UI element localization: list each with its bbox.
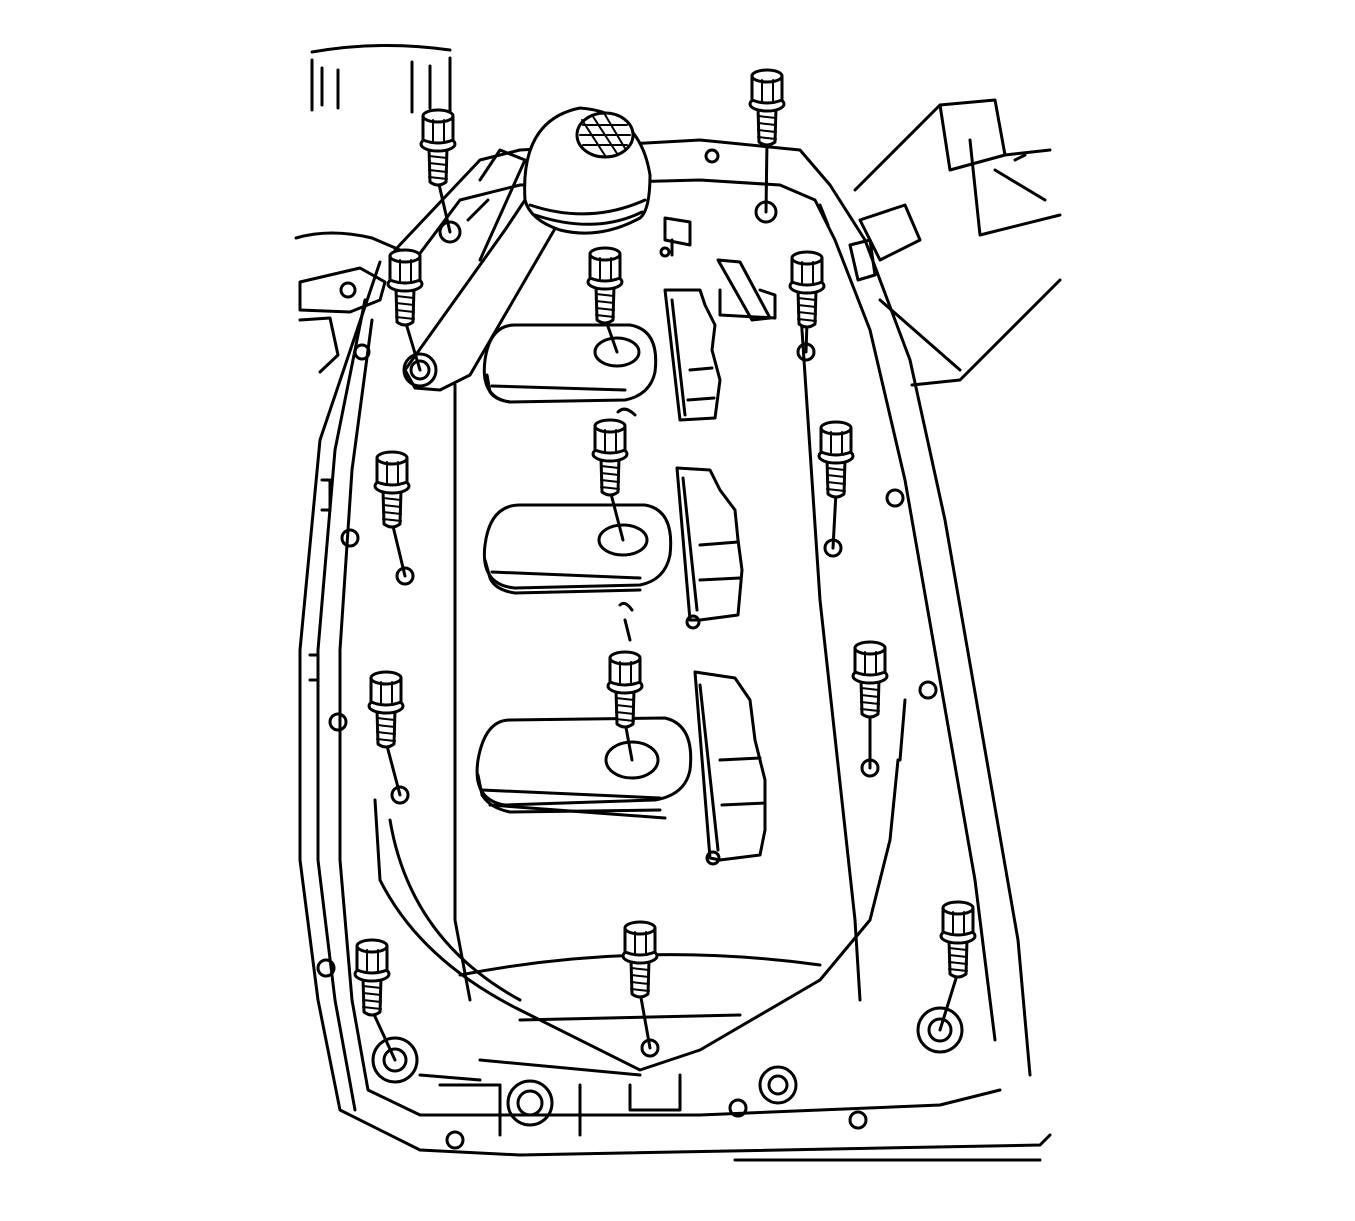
bolt-holes bbox=[371, 200, 964, 1084]
bolt-icon bbox=[353, 938, 397, 1062]
bolt-icon bbox=[851, 640, 889, 770]
fittings-top bbox=[659, 216, 777, 322]
engine-block-upper-left bbox=[294, 43, 452, 374]
bolt-icon bbox=[367, 670, 405, 797]
bolt-icon bbox=[938, 900, 977, 1032]
bolts bbox=[353, 68, 977, 1062]
bolt-shaft bbox=[608, 488, 625, 542]
bolt-shaft bbox=[403, 318, 422, 372]
baffles bbox=[616, 288, 767, 866]
bolt-shaft bbox=[390, 520, 407, 578]
oil-pickup bbox=[403, 106, 652, 392]
bolt-icon bbox=[586, 246, 624, 354]
bolt-icon bbox=[386, 248, 424, 372]
bolt-icon bbox=[606, 650, 644, 762]
bolt-icon bbox=[748, 68, 786, 214]
bolt-shaft bbox=[384, 740, 402, 797]
oval-openings bbox=[475, 323, 693, 820]
bolt-shaft bbox=[436, 178, 452, 234]
bolt-shaft bbox=[764, 138, 769, 214]
oil-pan-body bbox=[373, 298, 907, 1082]
bolt-icon bbox=[621, 920, 659, 1050]
engine-block-upper-right bbox=[848, 98, 1062, 387]
bolt-shaft bbox=[938, 970, 960, 1032]
bolt-icon bbox=[817, 420, 855, 550]
bolt-shaft bbox=[370, 1008, 397, 1062]
drain-bosses bbox=[438, 1065, 798, 1137]
bolt-shaft bbox=[831, 490, 838, 550]
bolt-shaft bbox=[638, 990, 652, 1050]
bolt-icon bbox=[373, 450, 411, 578]
bolt-icon bbox=[419, 108, 457, 234]
oil-pan-flange bbox=[298, 138, 1052, 1162]
bolt-icon bbox=[788, 250, 826, 354]
bolt-icon bbox=[591, 418, 629, 542]
